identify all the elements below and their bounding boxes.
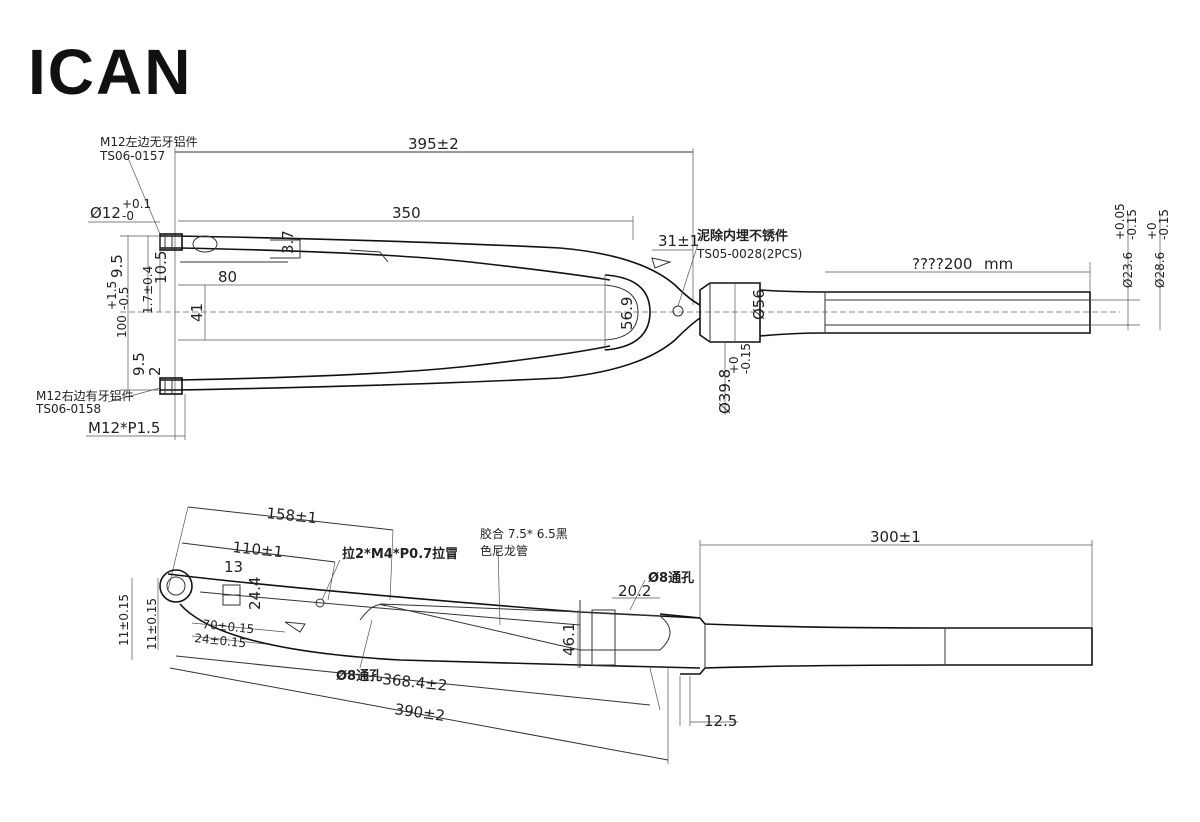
dim-9-5-bottom: 9.5	[130, 352, 148, 376]
dim-11: 11±0.15	[117, 594, 131, 646]
dim-56: Ø56	[750, 289, 768, 320]
steerer-d2: Ø28.6	[1153, 252, 1167, 288]
steerer-d2-tol-upper: +0	[1145, 222, 1159, 240]
glue-label-line2: 色尼龙管	[480, 543, 528, 558]
dim-100-tol-upper: +1.5	[105, 281, 119, 310]
steerer-d1: Ø23.6	[1121, 252, 1135, 288]
glue-label-line1: 胶合 7.5* 6.5黑	[480, 526, 568, 541]
ican-logo: ICAN	[28, 36, 193, 108]
steerer-unit: mm	[984, 255, 1013, 273]
left-insert-code: TS06-0157	[99, 149, 165, 163]
left-insert-label: M12左边无牙铝件	[100, 134, 198, 149]
crown-tol-upper: +0	[727, 356, 741, 374]
dropout-tol-lower: -0	[122, 209, 134, 223]
right-insert-label: M12右边有牙铝件	[36, 388, 134, 403]
thread-spec: M12*P1.5	[88, 419, 160, 437]
top-view: 395±2 350 M12左边无牙铝件	[35, 134, 1171, 440]
side-view: 158±1 110±1 13 24.4 70±0.15 24±0.15 11±0…	[117, 504, 1093, 764]
dropout-diameter: Ø12	[90, 204, 121, 222]
dim-368: 368.4±2	[382, 670, 449, 695]
steerer-d1-tol-upper: +0.05	[1113, 203, 1127, 240]
embed-code: TS05-0028(2PCS)	[696, 247, 802, 261]
dim-blade-length: 350	[392, 204, 421, 222]
steerer-d1-tol-lower: -0.15	[1125, 209, 1139, 240]
dim-300: 300±1	[870, 528, 921, 546]
dim-10-5: 10.5	[152, 251, 170, 284]
steerer-length: ????200	[912, 255, 972, 273]
embed-label: 泥除内埋不锈件	[697, 228, 788, 244]
hole-label-top: Ø8通孔	[648, 570, 694, 586]
dim-3-7: 3.7	[279, 230, 297, 254]
hole-label-bottom: Ø8通孔	[336, 668, 382, 684]
dim-31: 31±1	[658, 232, 699, 250]
dropout-tol-upper: +0.1	[122, 197, 151, 211]
dim-158: 158±1	[266, 504, 318, 527]
dim-2: 2	[146, 366, 164, 376]
dim-56-9: 56.9	[618, 297, 636, 330]
dim-41: 41	[188, 303, 206, 322]
dim-100: 100	[115, 315, 129, 338]
dim-overall-length: 395±2	[408, 135, 459, 153]
dim-12-5: 12.5	[704, 712, 737, 730]
dim-13: 13	[224, 558, 243, 576]
dim-20-2: 20.2	[618, 582, 651, 600]
dim-80: 80	[218, 268, 237, 286]
dim-11b: 11±0.15	[145, 598, 159, 650]
rivet-label: 拉2*M4*P0.7拉冒	[342, 546, 458, 562]
dim-1-7: 1.7±0.4	[141, 266, 155, 314]
right-insert-code: TS06-0158	[35, 402, 101, 416]
dim-9-5-top: 9.5	[108, 254, 126, 278]
dim-24: 24±0.15	[194, 631, 247, 650]
crown-diameter: Ø39.8	[716, 369, 734, 414]
steerer-d2-tol-lower: -0.15	[1157, 209, 1171, 240]
dim-110: 110±1	[232, 538, 284, 561]
dim-100-tol-lower: -0.5	[117, 287, 131, 310]
dim-46-1: 46.1	[560, 623, 578, 656]
crown-tol-lower: -0.15	[739, 343, 753, 374]
dim-70: 70±0.15	[202, 617, 255, 636]
dim-24-4: 24.4	[246, 577, 264, 610]
dim-390: 390±2	[393, 700, 446, 725]
